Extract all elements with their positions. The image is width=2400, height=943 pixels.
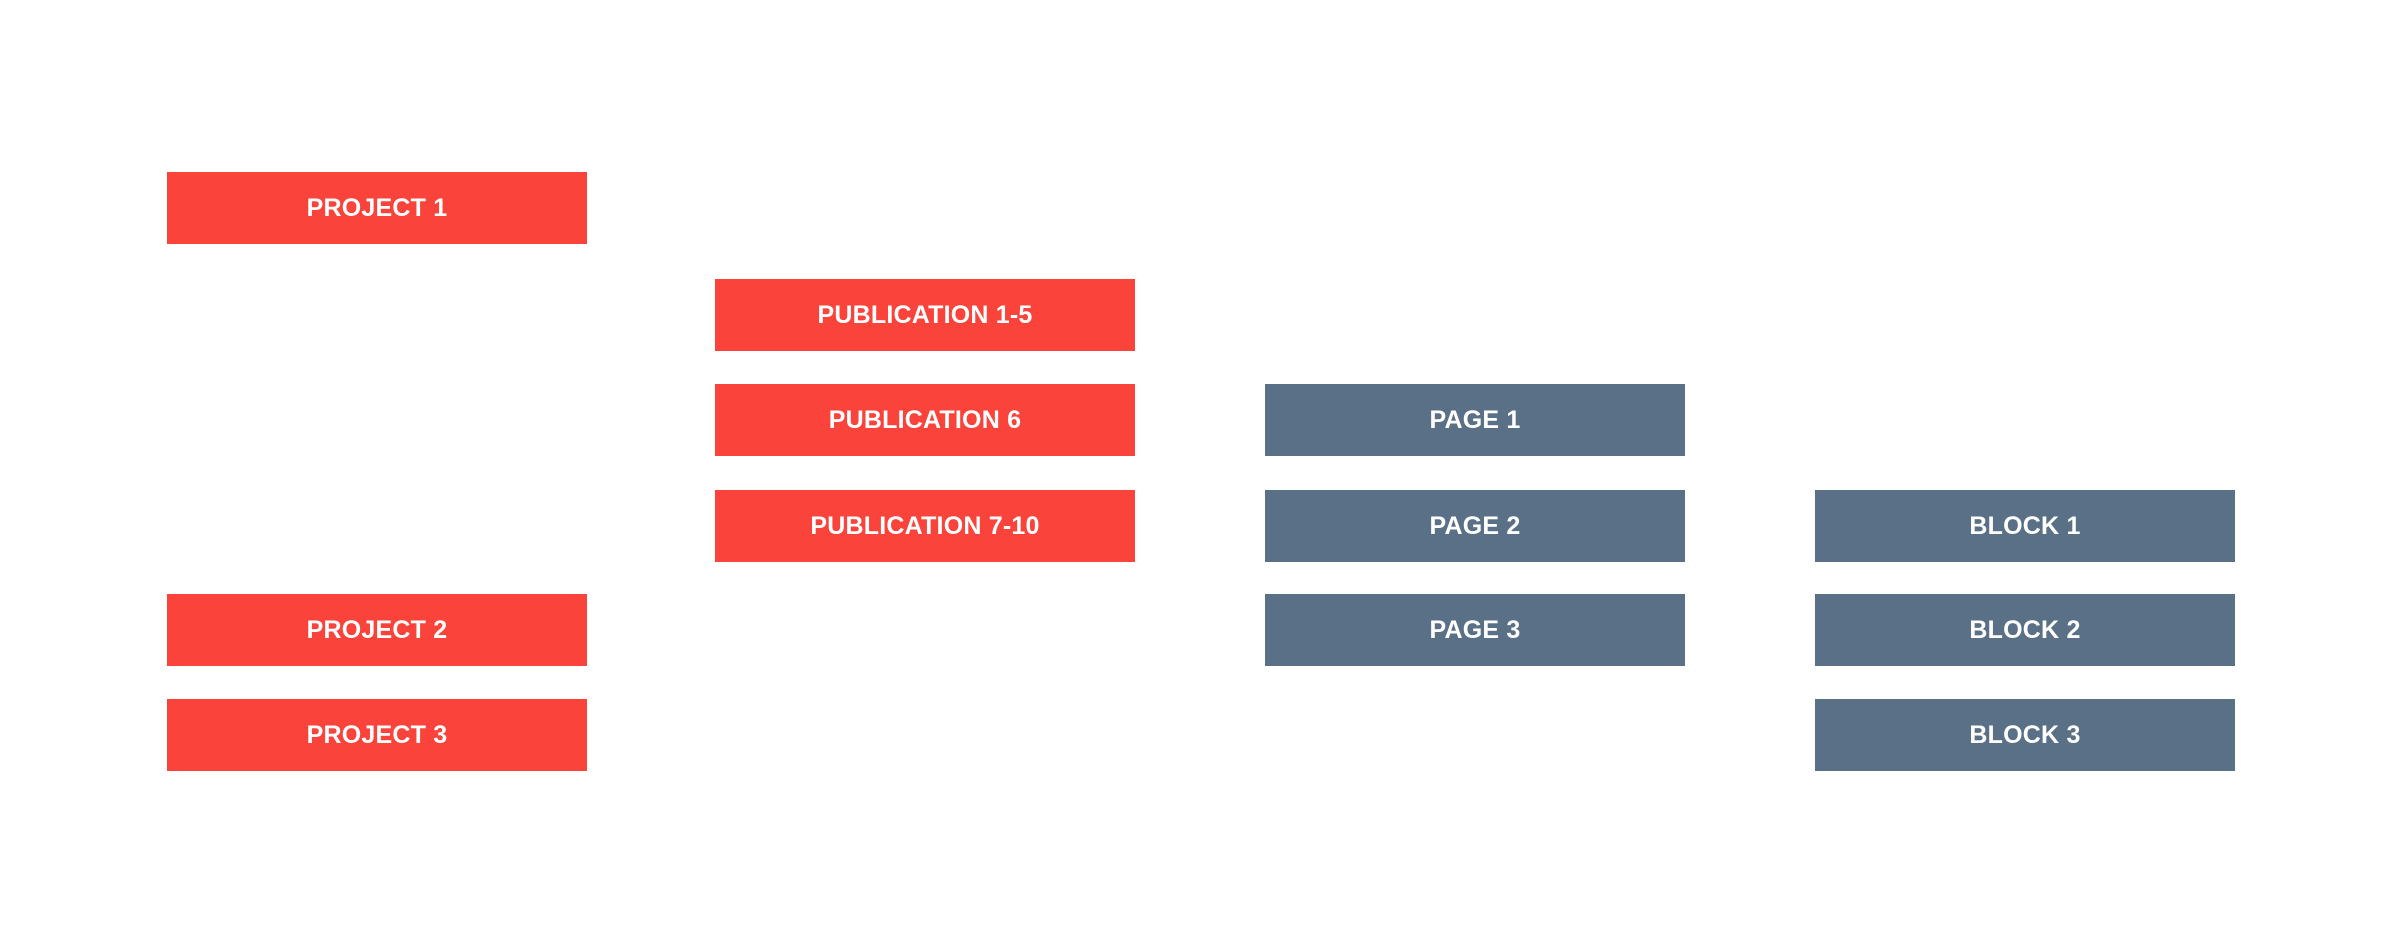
block-node[interactable]: BLOCK 1 — [1815, 490, 2235, 562]
block-node[interactable]: BLOCK 3 — [1815, 699, 2235, 771]
publication-node[interactable]: PUBLICATION 1-5 — [715, 279, 1135, 351]
publication-node[interactable]: PUBLICATION 6 — [715, 384, 1135, 456]
project-node[interactable]: PROJECT 2 — [167, 594, 587, 666]
project-node[interactable]: PROJECT 3 — [167, 699, 587, 771]
page-node[interactable]: PAGE 2 — [1265, 490, 1685, 562]
project-node[interactable]: PROJECT 1 — [167, 172, 587, 244]
page-node[interactable]: PAGE 1 — [1265, 384, 1685, 456]
publication-node[interactable]: PUBLICATION 7-10 — [715, 490, 1135, 562]
page-node[interactable]: PAGE 3 — [1265, 594, 1685, 666]
block-node[interactable]: BLOCK 2 — [1815, 594, 2235, 666]
